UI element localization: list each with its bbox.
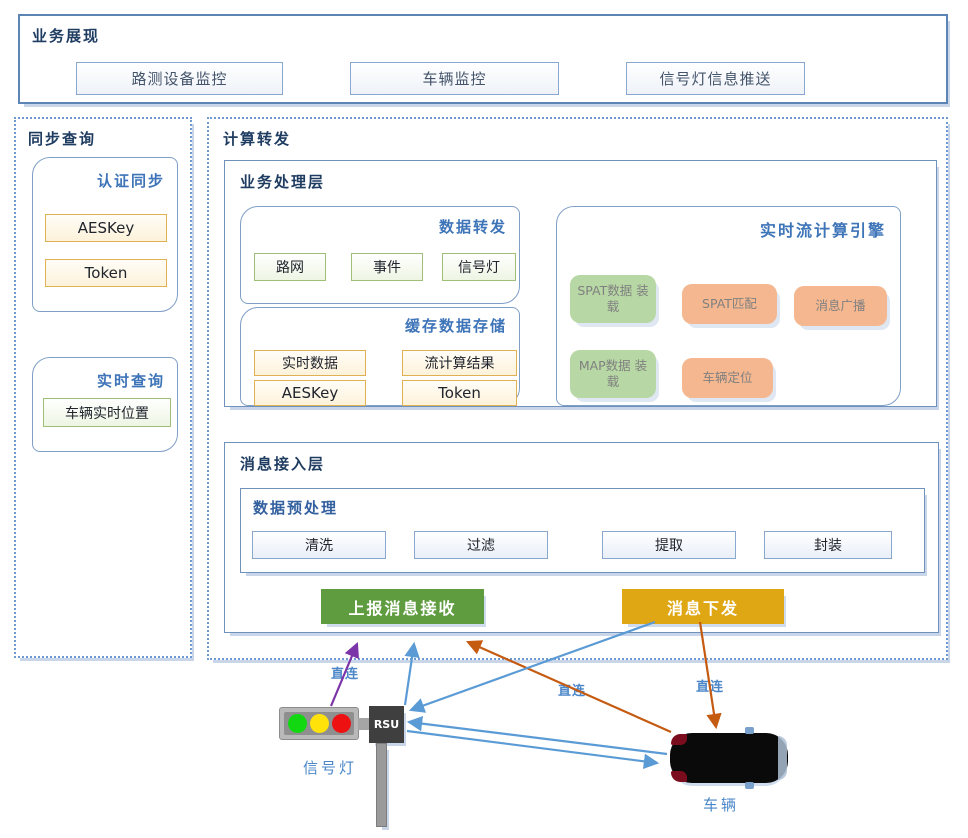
node-clean: 清洗 [252,531,386,559]
layer-message-access: 消息接入层 数据预处理 清洗 过滤 提取 封装 上报消息接收 消息下发 [224,442,939,633]
panel-sync-query: 同步查询 认证同步 AESKey Token 实时查询 车辆实时位置 [14,117,192,658]
group-realtime-query: 实时查询 车辆实时位置 [32,357,178,452]
group-cache-storage: 缓存数据存储 实时数据 流计算结果 AESKey Token [240,307,520,406]
button-upstream-message-receive: 上报消息接收 [321,589,484,624]
layer-business-processing-title: 业务处理层 [240,173,326,191]
button-message-downstream: 消息下发 [622,589,784,624]
panel-business-presentation-title: 业务展现 [32,27,101,45]
green-light [287,714,307,733]
node-cache-token: Token [402,380,517,406]
panel-compute-forward-title: 计算转发 [223,130,292,148]
red-light [331,714,351,733]
group-stream-engine-title: 实时流计算引擎 [759,221,886,240]
service-vehicle-monitor: 车辆监控 [350,62,559,95]
group-realtime-query-title: 实时查询 [96,372,165,390]
panel-compute-forward: 计算转发 业务处理层 数据转发 路网 事件 信号灯 缓存数据存储 实时数据 流计… [207,117,948,660]
node-aeskey: AESKey [45,214,167,242]
node-token: Token [45,259,167,287]
signal-pole [376,743,387,827]
node-encapsulate: 封装 [764,531,892,559]
yellow-light [309,714,329,733]
direct-link-label-vehicle-up: 直连 [558,684,587,699]
layer-business-processing: 业务处理层 数据转发 路网 事件 信号灯 缓存数据存储 实时数据 流计算结果 A… [224,160,937,407]
traffic-light-icon [279,707,359,740]
traffic-light-panel [284,712,354,735]
node-stream-result: 流计算结果 [402,350,517,376]
direct-link-label-signal: 直连 [331,667,360,682]
vehicle-taillight-bottom [671,771,687,782]
service-signal-info-push: 信号灯信息推送 [626,62,805,95]
node-realtime-data: 实时数据 [254,350,366,376]
panel-business-presentation: 业务展现 路测设备监控 车辆监控 信号灯信息推送 [18,14,948,104]
arrow-rsu-to-vehicle [406,729,660,769]
service-roadside-device-monitor: 路测设备监控 [76,62,283,95]
traffic-light-label: 信号灯 [303,759,358,777]
arrow-vehicle-to-rsu [406,715,668,756]
group-data-preprocess: 数据预处理 清洗 过滤 提取 封装 [240,488,925,573]
rsu-label: RSU [373,718,400,731]
rsu-box: RSU [369,706,404,743]
node-filter: 过滤 [414,531,548,559]
vehicle-label: 车辆 [703,796,740,814]
pill-map-data-load: MAP数据 装载 [570,350,656,398]
traffic-light-arm [358,718,370,730]
layer-message-access-title: 消息接入层 [240,455,326,473]
node-cache-aeskey: AESKey [254,380,366,406]
node-traffic-signal: 信号灯 [442,253,516,281]
vehicle-taillight-top [671,734,687,745]
vehicle-windshield [778,736,787,780]
vehicle-mirror-bottom [745,782,754,789]
vehicle-icon [670,727,788,789]
node-event: 事件 [351,253,423,281]
group-data-forward-title: 数据转发 [438,218,507,236]
node-road-network: 路网 [254,253,326,281]
pill-vehicle-locate: 车辆定位 [682,358,773,398]
panel-sync-query-title: 同步查询 [28,130,97,148]
node-vehicle-realtime-position: 车辆实时位置 [43,398,171,427]
group-auth-sync-title: 认证同步 [96,172,165,190]
pill-spat-data-load: SPAT数据 装载 [570,275,656,323]
group-auth-sync: 认证同步 AESKey Token [32,157,178,312]
pill-spat-match: SPAT匹配 [682,284,777,324]
node-extract: 提取 [602,531,736,559]
group-data-forward: 数据转发 路网 事件 信号灯 [240,206,520,304]
group-stream-engine: 实时流计算引擎 SPAT数据 装载 SPAT匹配 消息广播 MAP数据 装载 车… [556,206,901,406]
pill-message-broadcast: 消息广播 [794,286,887,326]
direct-link-label-vehicle-down: 直连 [696,680,725,695]
vehicle-mirror-top [745,727,754,734]
group-cache-storage-title: 缓存数据存储 [404,317,507,335]
group-data-preprocess-title: 数据预处理 [253,499,339,517]
